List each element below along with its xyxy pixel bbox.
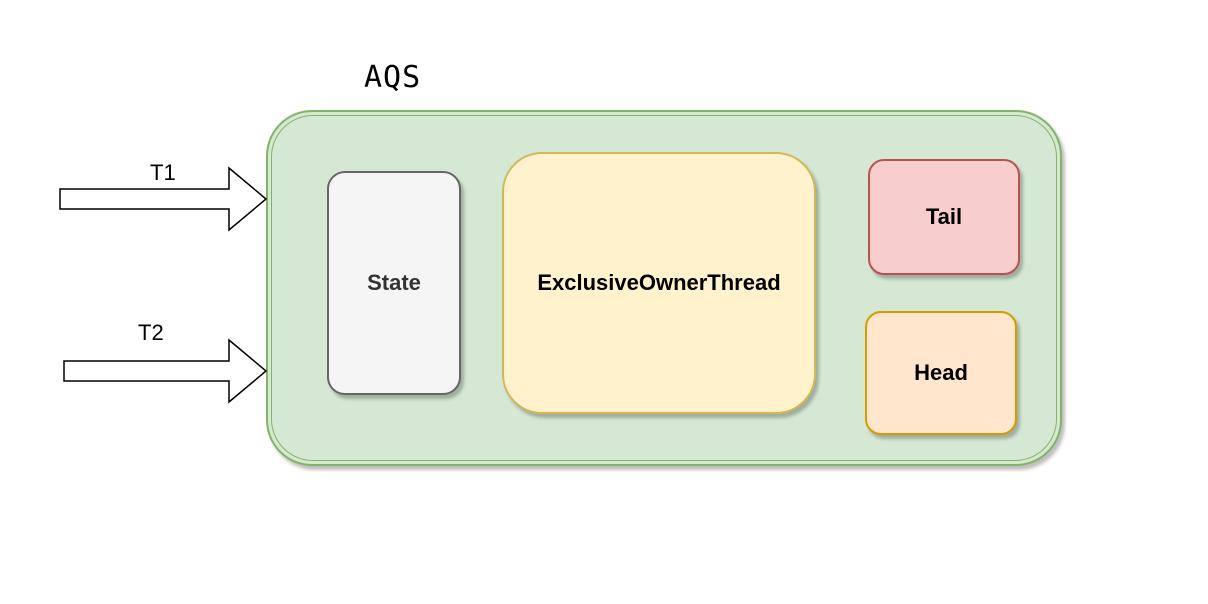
tail-label: Tail [925, 204, 963, 229]
t1-arrow-icon [59, 166, 268, 232]
exclusive-owner-thread-node: ExclusiveOwnerThread [502, 152, 816, 414]
aqs-container-inner-border [271, 115, 1057, 461]
state-label: State [367, 270, 421, 295]
exclusive-owner-thread-label: ExclusiveOwnerThread [537, 270, 781, 295]
t2-arrow-icon [63, 338, 268, 404]
head-label: Head [914, 360, 968, 385]
head-node: Head [865, 311, 1017, 435]
state-node: State [327, 171, 461, 395]
tail-node: Tail [868, 159, 1020, 275]
t2-label: T2 [138, 320, 164, 345]
aqs-title: AQS [364, 60, 422, 95]
t1-label: T1 [150, 160, 176, 185]
